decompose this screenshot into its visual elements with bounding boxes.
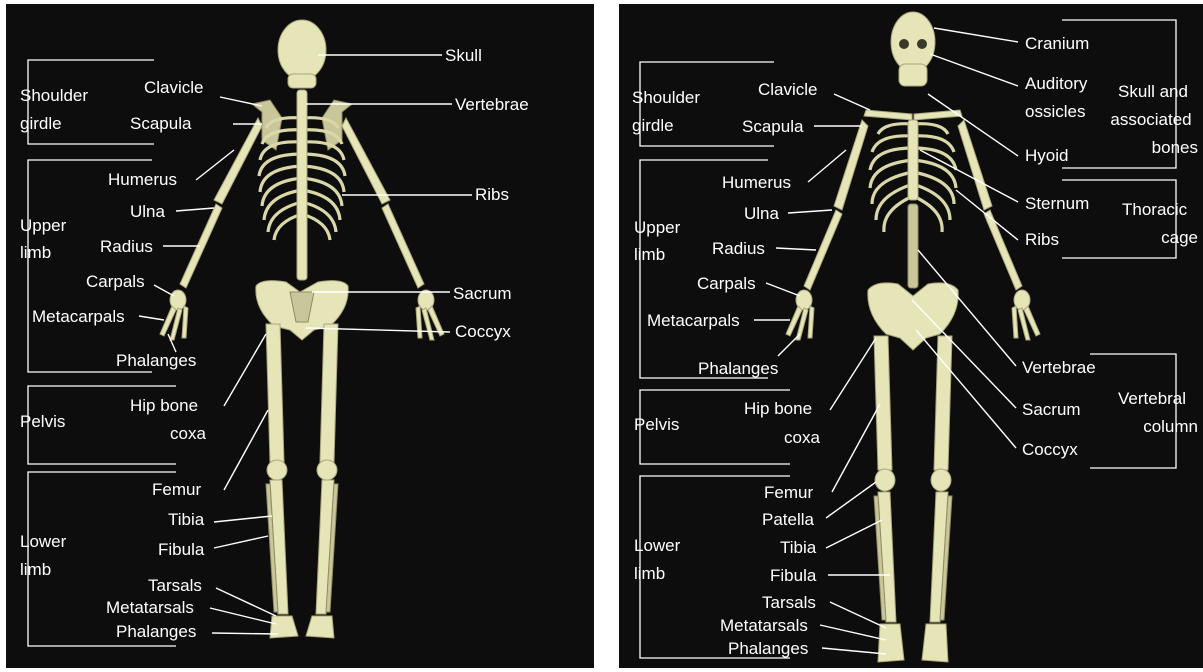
label-coccyx: Coccyx [1022,440,1078,459]
label-carpals: Carpals [86,272,145,291]
label-sternum: Sternum [1025,194,1089,213]
label-femur: Femur [152,480,201,499]
label-metacarpals: Metacarpals [32,307,125,326]
label-clavicle: Clavicle [758,80,818,99]
label-vertebral-column-1: Vertebral [1118,389,1186,408]
label-phalanges-hand: Phalanges [116,351,196,370]
label-sacrum: Sacrum [453,284,512,303]
label-sacrum: Sacrum [1022,400,1081,419]
label-tibia: Tibia [780,538,816,557]
label-femur: Femur [764,483,813,502]
label-tibia: Tibia [168,510,204,529]
label-shoulder-girdle-2: girdle [632,116,674,135]
label-ulna: Ulna [744,204,779,223]
label-ribs: Ribs [1025,230,1059,249]
label-carpals: Carpals [697,274,756,293]
label-coxa: coxa [170,424,206,443]
label-vertebrae: Vertebrae [455,95,529,114]
label-hip-bone: Hip bone [744,399,812,418]
label-skull-group-1: Skull and [1100,82,1203,101]
label-upper-limb-1: Upper [634,218,680,237]
label-scapula: Scapula [742,117,803,136]
label-scapula: Scapula [130,114,191,133]
label-skull-group-3: bones [1120,138,1198,157]
anterior-skeleton [786,12,1040,662]
label-thoracic-cage-1: Thoracic [1122,200,1187,219]
label-patella: Patella [762,510,814,529]
label-vertebral-column-2: column [1136,417,1198,436]
label-upper-limb-1: Upper [20,216,66,235]
label-skull-group-2: associated [1098,110,1203,129]
label-lower-limb-2: limb [634,564,665,583]
label-phalanges-hand: Phalanges [698,359,778,378]
label-lower-limb-2: limb [20,560,51,579]
label-pelvis: Pelvis [20,412,65,431]
label-pelvis: Pelvis [634,415,679,434]
label-shoulder-girdle-1: Shoulder [20,86,88,105]
label-auditory-ossicles-1: Auditory [1025,74,1087,93]
label-upper-limb-2: limb [634,245,665,264]
label-skull: Skull [445,46,482,65]
label-tarsals: Tarsals [148,576,202,595]
label-humerus: Humerus [722,173,791,192]
label-lower-limb-1: Lower [20,532,66,551]
label-humerus: Humerus [108,170,177,189]
label-hip-bone: Hip bone [130,396,198,415]
label-coxa: coxa [784,428,820,447]
label-metacarpals: Metacarpals [647,311,740,330]
label-auditory-ossicles-2: ossicles [1025,102,1085,121]
label-lower-limb-1: Lower [634,536,680,555]
label-phalanges-foot: Phalanges [116,622,196,641]
label-fibula: Fibula [770,566,816,585]
label-upper-limb-2: limb [20,243,51,262]
label-radius: Radius [100,237,153,256]
label-hyoid: Hyoid [1025,146,1068,165]
label-shoulder-girdle-1: Shoulder [632,88,700,107]
label-radius: Radius [712,239,765,258]
label-cranium: Cranium [1025,34,1089,53]
label-metatarsals: Metatarsals [106,598,194,617]
label-thoracic-cage-2: cage [1140,228,1198,247]
label-tarsals: Tarsals [762,593,816,612]
label-clavicle: Clavicle [144,78,204,97]
label-metatarsals: Metatarsals [720,616,808,635]
label-fibula: Fibula [158,540,204,559]
label-ribs: Ribs [475,185,509,204]
label-coccyx: Coccyx [455,322,511,341]
label-shoulder-girdle-2: girdle [20,114,62,133]
label-phalanges-foot: Phalanges [728,639,808,658]
label-vertebrae: Vertebrae [1022,358,1096,377]
label-ulna: Ulna [130,202,165,221]
